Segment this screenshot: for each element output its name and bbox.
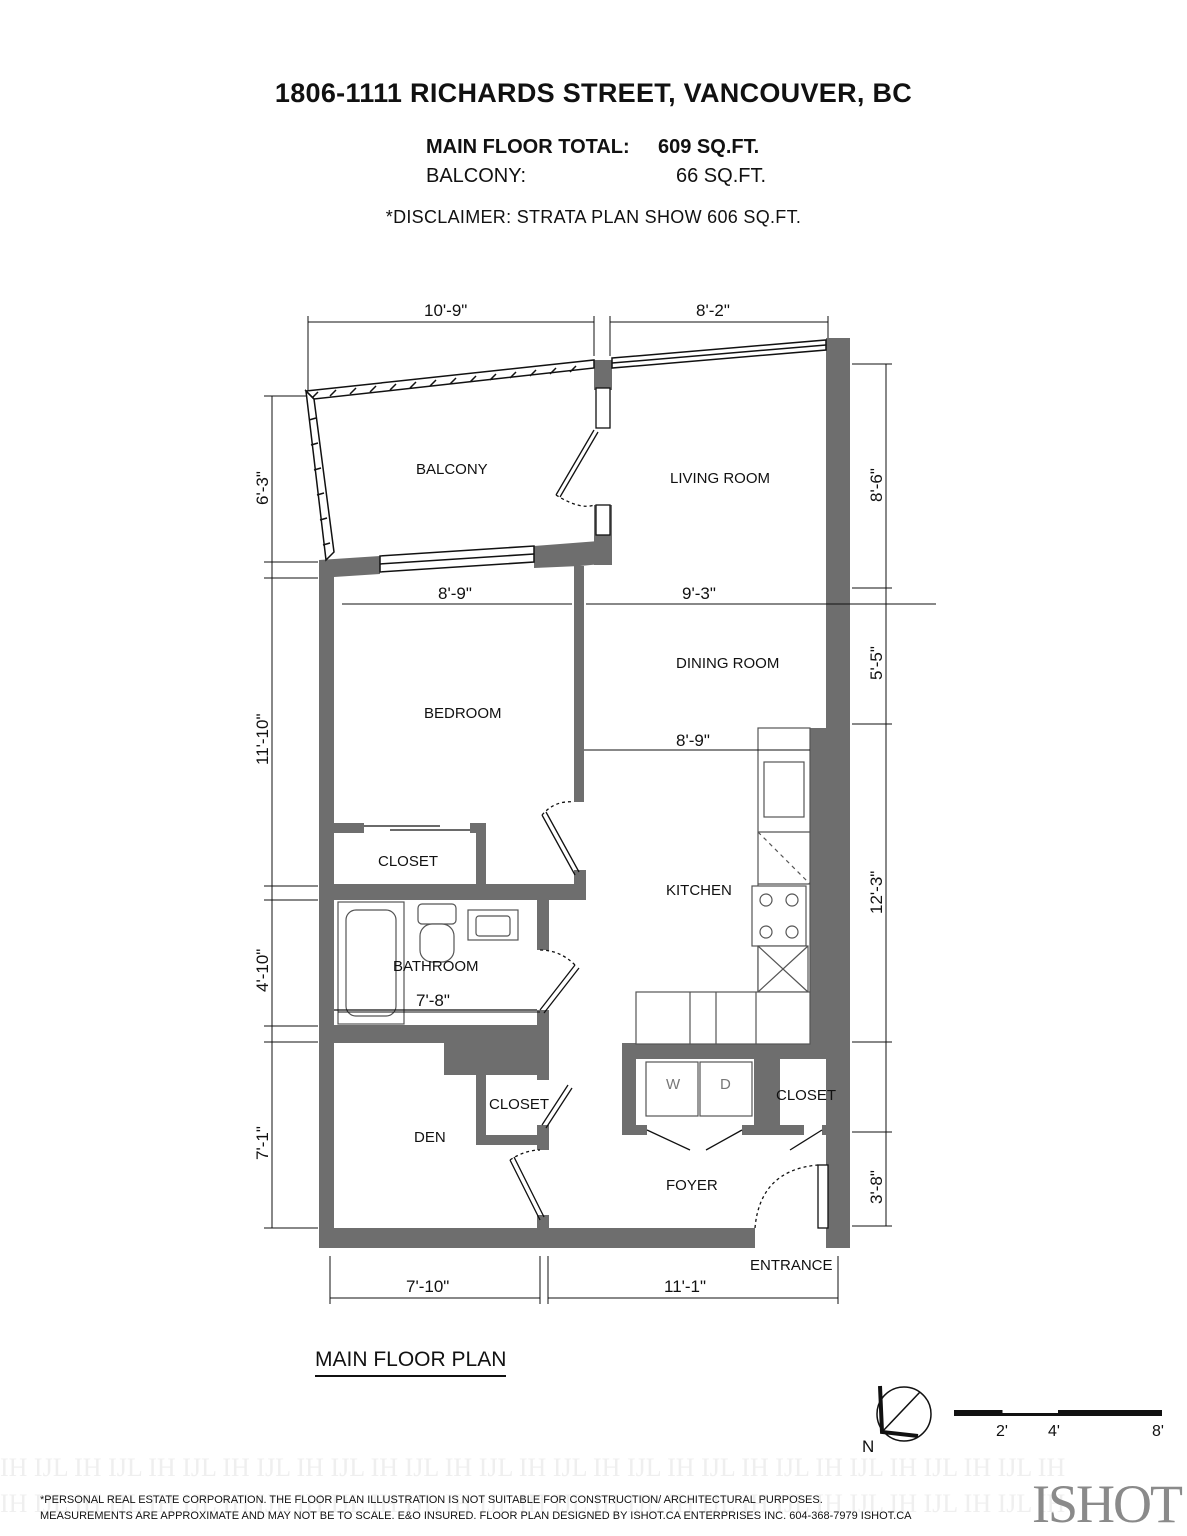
toilet — [417, 903, 457, 925]
room-label-foyer: FOYER — [666, 1177, 718, 1194]
footer-line-2: MEASUREMENTS ARE APPROXIMATE AND MAY NOT… — [40, 1510, 912, 1522]
dim-dining-width: 9'-3" — [682, 584, 716, 603]
dim-right-dining: 5'-5" — [867, 646, 886, 680]
dim-right-living: 8'-6" — [867, 468, 886, 502]
svg-text:IH IJL IH IJL IH IJL IH: IH IJL IH IJL IH IJL IH IJL IH IJL IH IJ… — [0, 1453, 1065, 1482]
property-address-title: 1806-1111 RICHARDS STREET, VANCOUVER, BC — [274, 78, 913, 108]
stove — [751, 885, 807, 947]
dim-bottom-left: 7'-10" — [406, 1277, 449, 1296]
fixtures — [334, 727, 811, 1117]
dim-left-balcony: 6'-3" — [253, 471, 272, 505]
main-floor-total-label: MAIN FLOOR TOTAL: — [426, 136, 630, 158]
balcony-area-value: 66 SQ.FT. — [676, 165, 767, 187]
dim-bedroom-width: 8'-9" — [438, 584, 472, 603]
dim-bathroom-width: 7'-8" — [416, 991, 450, 1010]
dim-left-bathroom: 4'-10" — [253, 949, 272, 992]
svg-text:IH IJL IH IJL IH IJL IH: IH IJL IH IJL IH IJL IH IJL IH IJL IH IJ… — [0, 1489, 1065, 1518]
ishot-logo: ISHOT — [1032, 1474, 1183, 1534]
windows — [379, 339, 827, 573]
room-label-den-closet: CLOSET — [489, 1096, 549, 1113]
washer — [645, 1061, 699, 1117]
compass-north-label: N — [862, 1437, 874, 1456]
kitchen-sink — [763, 761, 805, 818]
dryer — [699, 1061, 753, 1117]
room-label-balcony: BALCONY — [416, 461, 488, 478]
dim-right-kitchen: 12'-3" — [867, 871, 886, 914]
scale-label-2: 2' — [996, 1423, 1008, 1440]
dim-right-foyer: 3'-8" — [867, 1170, 886, 1204]
north-compass-icon: N — [862, 1385, 932, 1456]
scale-label-8: 8' — [1152, 1423, 1164, 1440]
room-label-bedroom: BEDROOM — [424, 705, 502, 722]
balcony-railing — [304, 359, 595, 562]
dryer-label: D — [720, 1076, 731, 1093]
footer-disclaimer: *PERSONAL REAL ESTATE CORPORATION. THE F… — [40, 1492, 912, 1524]
room-label-kitchen: KITCHEN — [666, 882, 732, 899]
washer-label: W — [666, 1076, 681, 1093]
main-floor-total-value: 609 SQ.FT. — [658, 136, 760, 158]
walls — [319, 338, 850, 1248]
dim-bottom-right: 11'-1" — [664, 1277, 706, 1296]
room-label-den: DEN — [414, 1129, 446, 1146]
room-label-entrance: ENTRANCE — [750, 1257, 833, 1274]
dimension-lines — [264, 316, 936, 1304]
floor-plan-title: MAIN FLOOR PLAN — [315, 1348, 507, 1377]
dim-left-bedroom: 11'-10" — [253, 714, 272, 766]
room-label-foyer-closet: CLOSET — [776, 1087, 836, 1104]
scale-bar: 2' 4' 8' — [954, 1410, 1164, 1440]
room-label-living-room: LIVING ROOM — [670, 470, 770, 487]
strata-disclaimer: *DISCLAIMER: STRATA PLAN SHOW 606 SQ.FT. — [385, 207, 802, 227]
dim-left-den: 7'-1" — [253, 1126, 272, 1160]
room-label-bedroom-closet: CLOSET — [378, 853, 438, 870]
kitchen-island — [635, 991, 811, 1045]
watermark-strip: IH IJL IH IJL IH IJL IH IJL IH IJL IH IJ… — [0, 1453, 1065, 1518]
doors — [364, 387, 829, 1229]
room-label-bathroom: BATHROOM — [393, 958, 479, 975]
balcony-area-label: BALCONY: — [426, 165, 527, 187]
footer-line-1: *PERSONAL REAL ESTATE CORPORATION. THE F… — [40, 1494, 823, 1506]
scale-label-4: 4' — [1048, 1423, 1060, 1440]
dim-top-left: 10'-9" — [424, 301, 467, 320]
room-label-dining-room: DINING ROOM — [676, 655, 779, 672]
dim-top-right: 8'-2" — [696, 301, 730, 320]
dim-kitchen-width: 8'-9" — [676, 731, 710, 750]
